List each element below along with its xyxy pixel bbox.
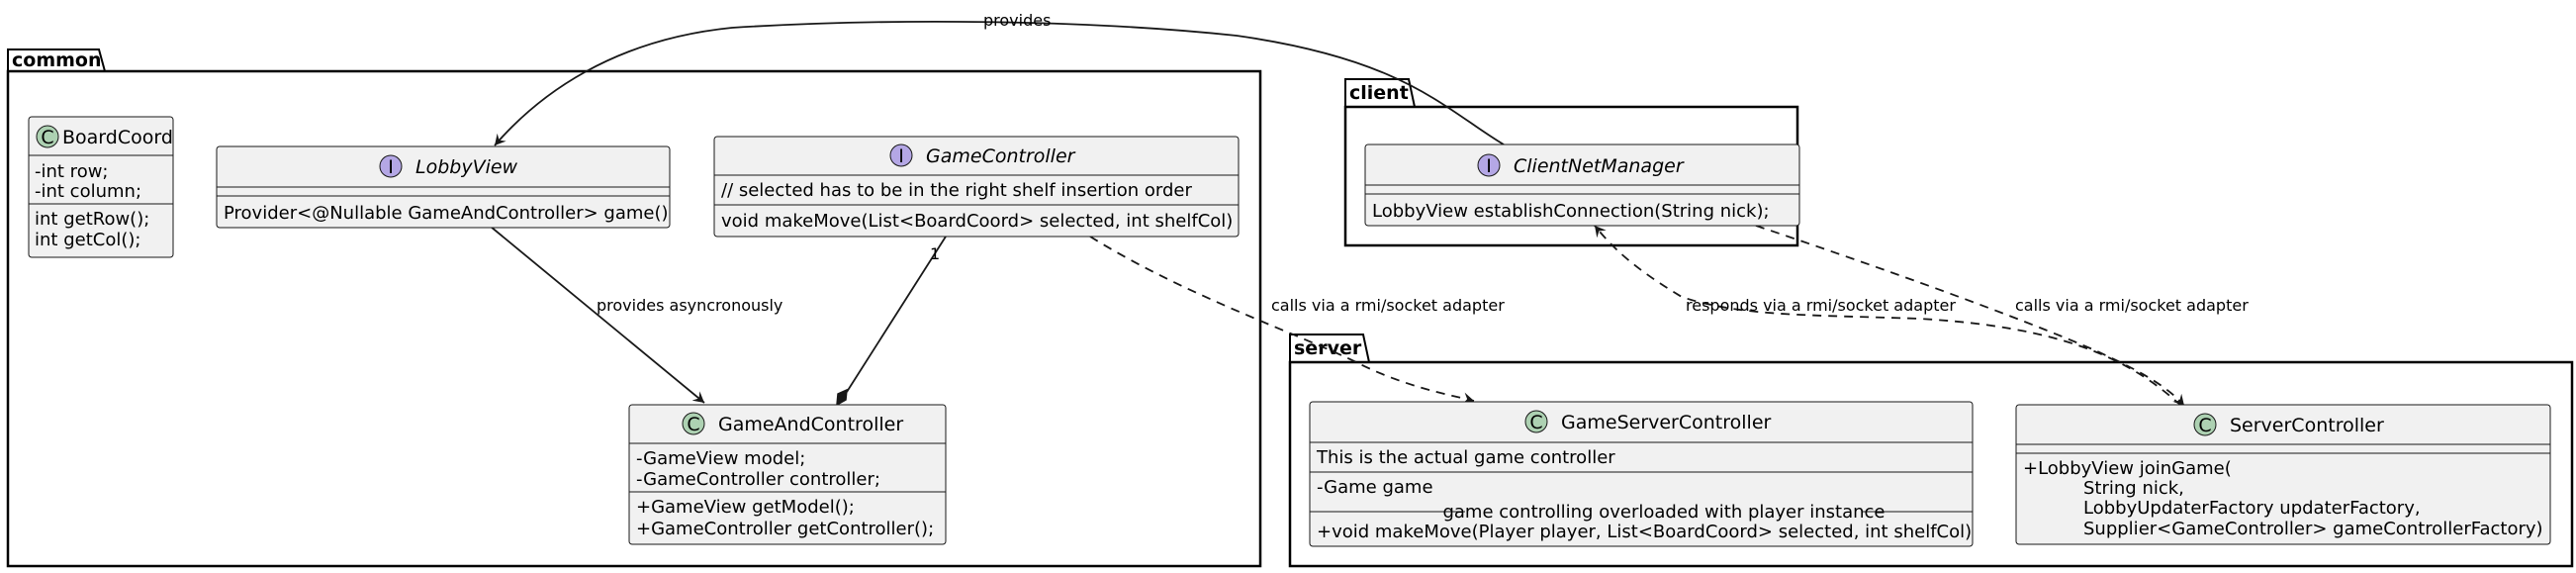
class-game-and-controller-name: GameAndController	[718, 414, 903, 435]
edge-composition-multiplicity: 1	[930, 244, 940, 263]
class-board-coord[interactable]: C BoardCoord -int row; -int column; int …	[28, 116, 174, 258]
class-server-controller-name: ServerController	[2230, 415, 2384, 436]
method-establish-connection: LobbyView establishConnection(String nic…	[1372, 201, 1770, 222]
package-common: common	[6, 48, 1262, 568]
interface-icon	[379, 154, 403, 178]
edge-responds-rmi	[1594, 225, 2182, 407]
edge-calls-rmi-server-label: calls via a rmi/socket adapter	[2015, 296, 2249, 315]
param-game-controller-factory: Supplier<GameController> gameControllerF…	[2083, 519, 2543, 539]
method-make-move-player: +void makeMove(Player player, List<Board…	[1317, 522, 1972, 542]
method-get-controller: +GameController getController();	[636, 519, 934, 539]
class-board-coord-name: BoardCoord	[62, 127, 173, 148]
package-server-label: server	[1294, 337, 1362, 359]
note-insertion-order: // selected has to be in the right shelf…	[721, 180, 1192, 201]
method-game: Provider<@Nullable GameAndController> ga…	[224, 203, 669, 224]
class-server-controller[interactable]: C ServerController +LobbyView joinGame( …	[2015, 404, 2551, 545]
interface-kind-glyph: I	[898, 145, 904, 167]
method-get-model: +GameView getModel();	[636, 497, 855, 518]
interface-lobby-view-name: LobbyView	[415, 156, 518, 178]
class-game-server-controller-name: GameServerController	[1561, 412, 1772, 433]
method-join-game: +LobbyView joinGame(	[2023, 458, 2232, 479]
class-icon	[2193, 413, 2217, 436]
interface-client-net-manager-name: ClientNetManager	[1514, 155, 1685, 177]
field-controller: -GameController controller;	[636, 469, 880, 490]
interface-kind-glyph: I	[1486, 155, 1492, 177]
param-nick: String nick,	[2083, 478, 2184, 499]
interface-lobby-view[interactable]: I LobbyView Provider<@Nullable GameAndCo…	[216, 145, 671, 229]
interface-game-controller-name: GameController	[926, 145, 1076, 167]
note-actual-game-controller: This is the actual game controller	[1316, 447, 1615, 468]
edge-responds-rmi-label: responds via a rmi/socket adapter	[1686, 296, 1956, 315]
field-row: -int row;	[35, 161, 109, 182]
field-model: -GameView model;	[636, 448, 805, 469]
class-kind-glyph: C	[2198, 415, 2211, 436]
class-kind-glyph: C	[1529, 412, 1542, 433]
param-updater-factory: LobbyUpdaterFactory updaterFactory,	[2083, 498, 2421, 519]
class-icon	[36, 125, 59, 148]
class-kind-glyph: C	[41, 127, 53, 148]
field-game: -Game game	[1317, 477, 1433, 498]
edge-provides	[494, 20, 1505, 146]
class-game-and-controller[interactable]: C GameAndController -GameView model; -Ga…	[628, 404, 947, 545]
edge-calls-rmi-game-label: calls via a rmi/socket adapter	[1271, 296, 1505, 315]
edge-provides-async-label: provides asyncronously	[597, 296, 782, 315]
method-get-row: int getRow();	[35, 209, 149, 230]
class-game-server-controller[interactable]: C GameServerController This is the actua…	[1309, 401, 1974, 547]
class-kind-glyph: C	[687, 414, 699, 435]
package-common-label: common	[12, 49, 102, 71]
edge-calls-rmi-game	[1089, 236, 1475, 405]
class-icon	[1524, 410, 1548, 433]
method-make-move: void makeMove(List<BoardCoord> selected,…	[721, 211, 1233, 232]
method-get-col: int getCol();	[35, 230, 140, 250]
edge-calls-rmi-server	[1755, 225, 2185, 407]
interface-game-controller[interactable]: I GameController // selected has to be i…	[713, 136, 1240, 238]
interface-icon	[1477, 153, 1501, 177]
separator-label: game controlling overloaded with player …	[1442, 502, 1885, 523]
field-column: -int column;	[35, 181, 141, 202]
interface-icon	[889, 143, 913, 167]
package-client-label: client	[1349, 82, 1409, 104]
edge-provides-async	[490, 226, 705, 404]
class-icon	[682, 412, 705, 435]
edge-composition	[846, 236, 947, 393]
interface-client-net-manager[interactable]: I ClientNetManager LobbyView establishCo…	[1364, 143, 1800, 227]
composition-diamond	[836, 388, 848, 407]
edge-provides-label: provides	[983, 11, 1051, 30]
interface-kind-glyph: I	[388, 156, 394, 178]
